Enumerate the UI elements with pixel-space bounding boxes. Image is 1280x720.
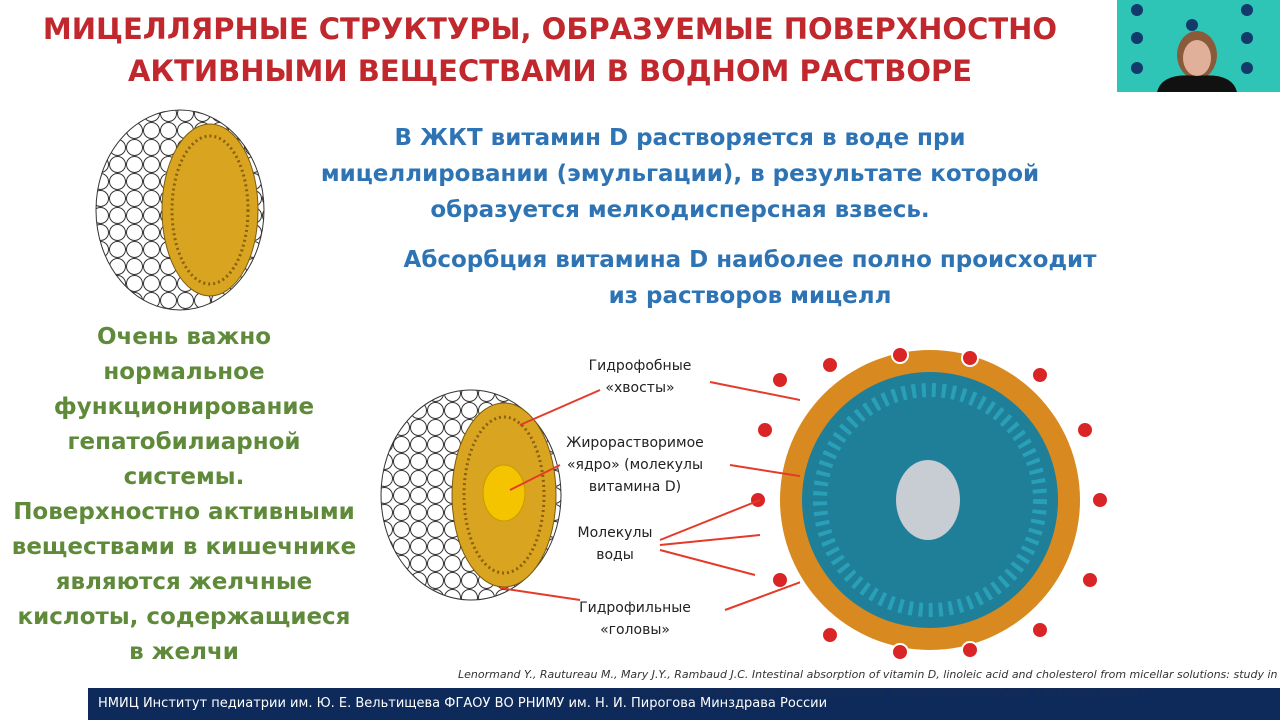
micelle-illustration-top: [95, 109, 265, 311]
title-line: МИЦЕЛЛЯРНЫЕ СТРУКТУРЫ, ОБРАЗУЕМЫЕ ПОВЕРХ…: [42, 12, 1058, 46]
label-line: «хвосты»: [605, 380, 675, 396]
label-line: Молекулы: [577, 525, 653, 541]
slide-title: МИЦЕЛЛЯРНЫЕ СТРУКТУРЫ, ОБРАЗУЕМЫЕ ПОВЕРХ…: [30, 8, 1070, 92]
label-line: воды: [596, 547, 634, 563]
label-line: Жирорастворимое: [566, 435, 704, 451]
label-arrows: [500, 381, 800, 611]
presenter-video: [1131, 4, 1253, 92]
text-line: кислоты, содержащиеся: [17, 604, 351, 630]
micelle-diagram-left: [380, 389, 562, 601]
label-line: Гидрофильные: [579, 600, 691, 616]
citation: Lenormand Y., Rautureau M., Mary J.Y., R…: [458, 668, 1278, 681]
micelle-molecular-model: [749, 346, 1109, 660]
text-line: системы.: [123, 464, 245, 490]
text-line: функционирование: [53, 394, 315, 420]
label-line: «ядро» (молекулы: [566, 457, 704, 473]
text-line: гепатобилиарной: [67, 429, 301, 455]
label-line: витамина D): [588, 479, 682, 495]
label-hydrophilic-heads: Гидрофильные «головы»: [575, 597, 695, 641]
text-line: Поверхностно активными: [13, 499, 355, 525]
text-line: Очень важно: [96, 324, 272, 350]
text-line: веществами в кишечнике: [11, 534, 357, 560]
text-line: Абсорбция витамина D наиболее полно прои…: [403, 247, 1097, 273]
text-line: мицеллировании (эмульгации), в результат…: [320, 161, 1040, 187]
webcam-video: [1117, 0, 1280, 92]
citation-continued: adult humans by the "in situ" perfusion …: [620, 686, 1150, 699]
intro-text: В ЖКТ витамин D растворяется в воде при …: [290, 120, 1070, 228]
footer-text: НМИЦ Институт педиатрии им. Ю. Е. Вельти…: [98, 696, 828, 711]
text-line: в желчи: [129, 639, 239, 665]
label-water-molecules: Молекулы воды: [560, 522, 670, 566]
text-line: образуется мелкодисперсная взвесь.: [430, 197, 930, 223]
label-hydrophobic-tails: Гидрофобные «хвосты»: [585, 355, 695, 399]
text-line: из растворов мицелл: [608, 283, 892, 309]
text-line: В ЖКТ витамин D растворяется в воде при: [394, 125, 966, 151]
label-line: «головы»: [600, 622, 670, 638]
absorption-text: Абсорбция витамина D наиболее полно прои…: [360, 242, 1140, 314]
text-line: являются желчные: [55, 569, 313, 595]
label-line: Гидрофобные: [588, 358, 692, 374]
note-text: Очень важно нормальное функционирование …: [0, 320, 368, 670]
title-line: АКТИВНЫМИ ВЕЩЕСТВАМИ В ВОДНОМ РАСТВОРЕ: [127, 54, 973, 88]
text-line: нормальное: [103, 359, 265, 385]
label-fat-soluble-core: Жирорастворимое «ядро» (молекулы витамин…: [555, 432, 715, 498]
footer-bar: НМИЦ Институт педиатрии им. Ю. Е. Вельти…: [88, 688, 1280, 720]
